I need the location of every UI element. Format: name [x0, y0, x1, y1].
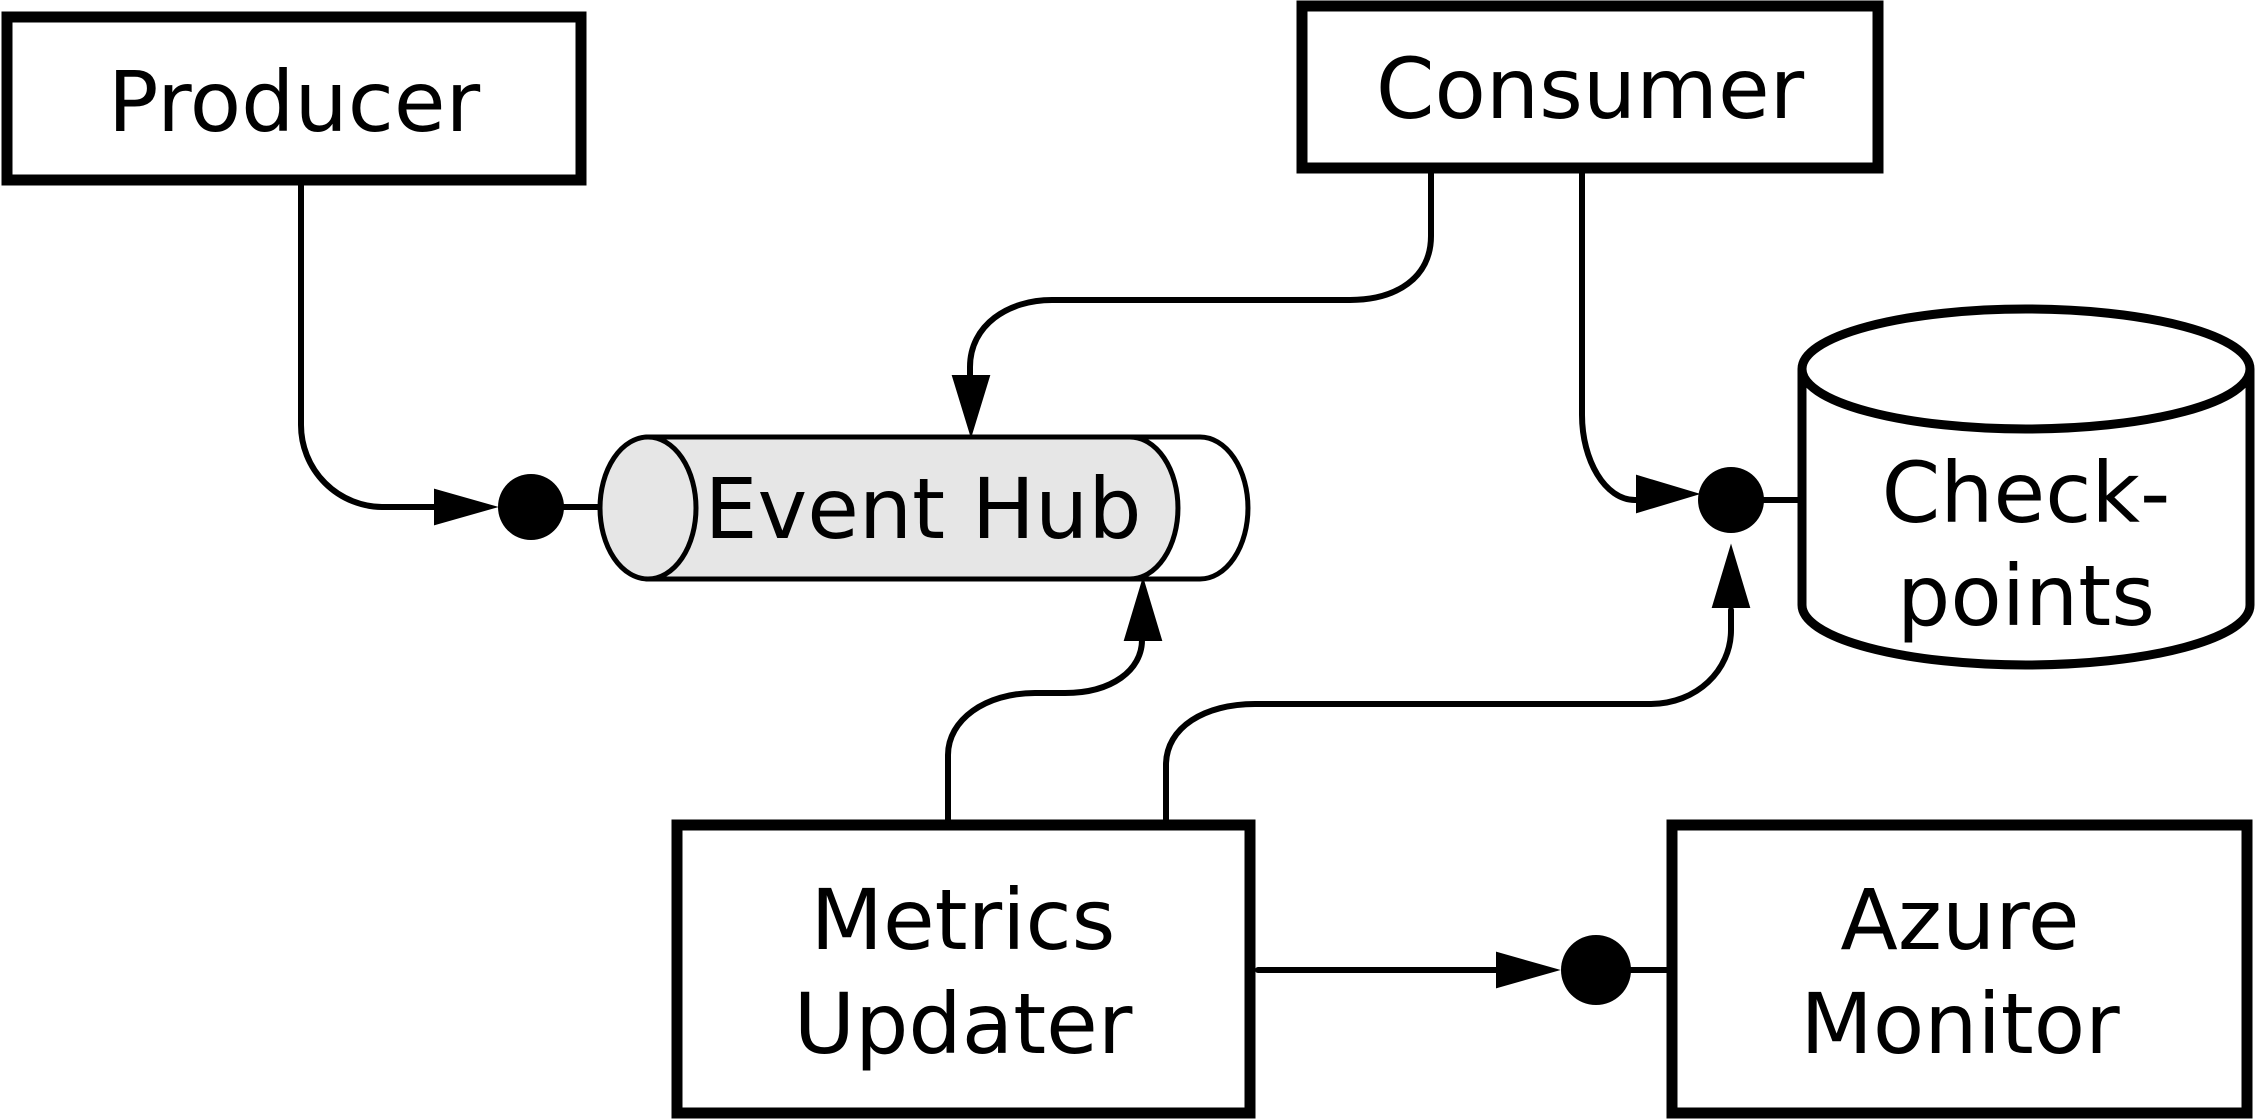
- producer-to-event-hub-connector: [298, 179, 443, 510]
- metrics-to-checkpoints-connector: [1163, 607, 1734, 823]
- checkpoints-top-ellipse: [1797, 304, 2255, 434]
- event-hub-end-ellipse: [597, 434, 699, 582]
- producer-node: Producer: [1, 11, 587, 186]
- checkpoints-label-line2: points: [1897, 547, 2155, 645]
- azure-monitor-label-line2: Monitor: [1800, 975, 2120, 1073]
- metrics-to-azure-arrowhead: [1496, 951, 1561, 989]
- consumer-label: Consumer: [1376, 40, 1805, 138]
- checkpoints-node: Check- points: [1797, 304, 2255, 670]
- consumer-to-event-hub-arrowhead: [951, 375, 991, 439]
- consumer-box: [1296, 0, 1884, 174]
- azure-monitor-box: [1666, 819, 2253, 1119]
- producer-box: [1, 11, 587, 186]
- azure-monitor-port: [1561, 935, 1631, 1005]
- producer-label: Producer: [108, 53, 481, 151]
- consumer-to-checkpoints-connector: [1579, 165, 1648, 503]
- checkpoints-body: [1797, 369, 2255, 670]
- consumer-to-event-hub-connector: [967, 165, 1434, 383]
- event-hub-node: Event Hub: [597, 434, 1251, 582]
- producer-to-event-hub-arrowhead: [434, 488, 499, 526]
- metrics-to-checkpoints-arrowhead: [1711, 543, 1751, 608]
- metrics-updater-box: [671, 819, 1256, 1119]
- consumer-node: Consumer: [1296, 0, 1884, 174]
- metrics-updater-label-line2: Updater: [794, 975, 1133, 1073]
- azure-monitor-label-line1: Azure: [1840, 871, 2079, 969]
- checkpoints-port: [1698, 467, 1764, 533]
- azure-monitor-node: Azure Monitor: [1666, 819, 2253, 1119]
- metrics-updater-node: Metrics Updater: [671, 819, 1256, 1119]
- checkpoints-label-line1: Check-: [1882, 444, 2171, 542]
- metrics-to-event-hub-arrowhead: [1123, 576, 1163, 641]
- event-hub-label: Event Hub: [704, 460, 1141, 558]
- event-hub-shade: [645, 434, 1181, 582]
- event-hub-port-left: [498, 474, 564, 540]
- metrics-updater-label-line1: Metrics: [811, 871, 1116, 969]
- metrics-to-event-hub-connector: [945, 634, 1145, 823]
- consumer-to-checkpoints-arrowhead: [1636, 474, 1701, 514]
